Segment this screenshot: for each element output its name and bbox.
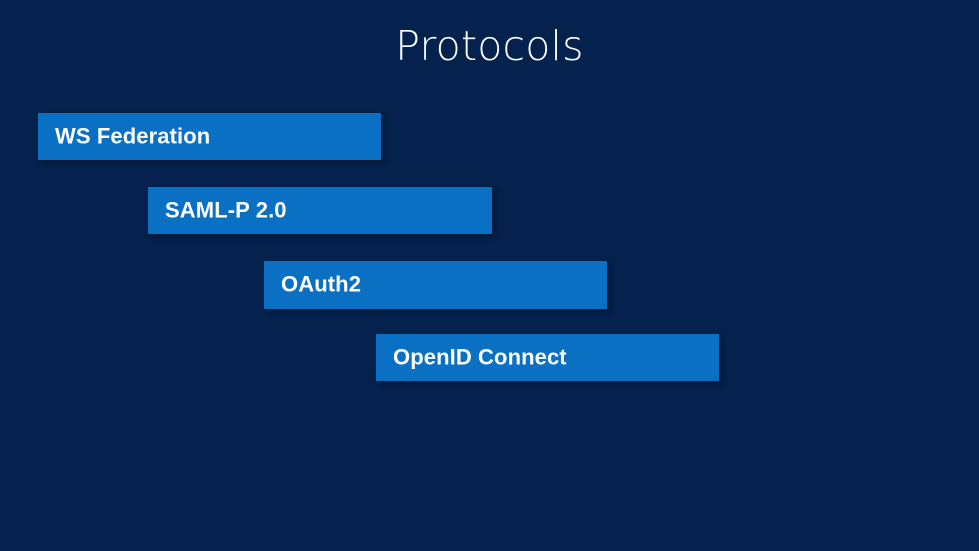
page-title: Protocols [395,22,584,70]
protocol-bar-label: WS Federation [55,123,211,148]
protocol-bar-openid-connect: OpenID Connect [376,334,719,381]
protocol-bar-label: SAML-P 2.0 [165,197,287,222]
protocol-bar-ws-federation: WS Federation [38,113,381,160]
protocol-bar-label: OAuth2 [281,271,362,297]
protocol-bar-label: OpenID Connect [393,344,567,369]
protocol-bar-saml-p-2-0: SAML-P 2.0 [148,187,492,234]
protocol-bar-oauth2: OAuth2 [264,261,607,309]
